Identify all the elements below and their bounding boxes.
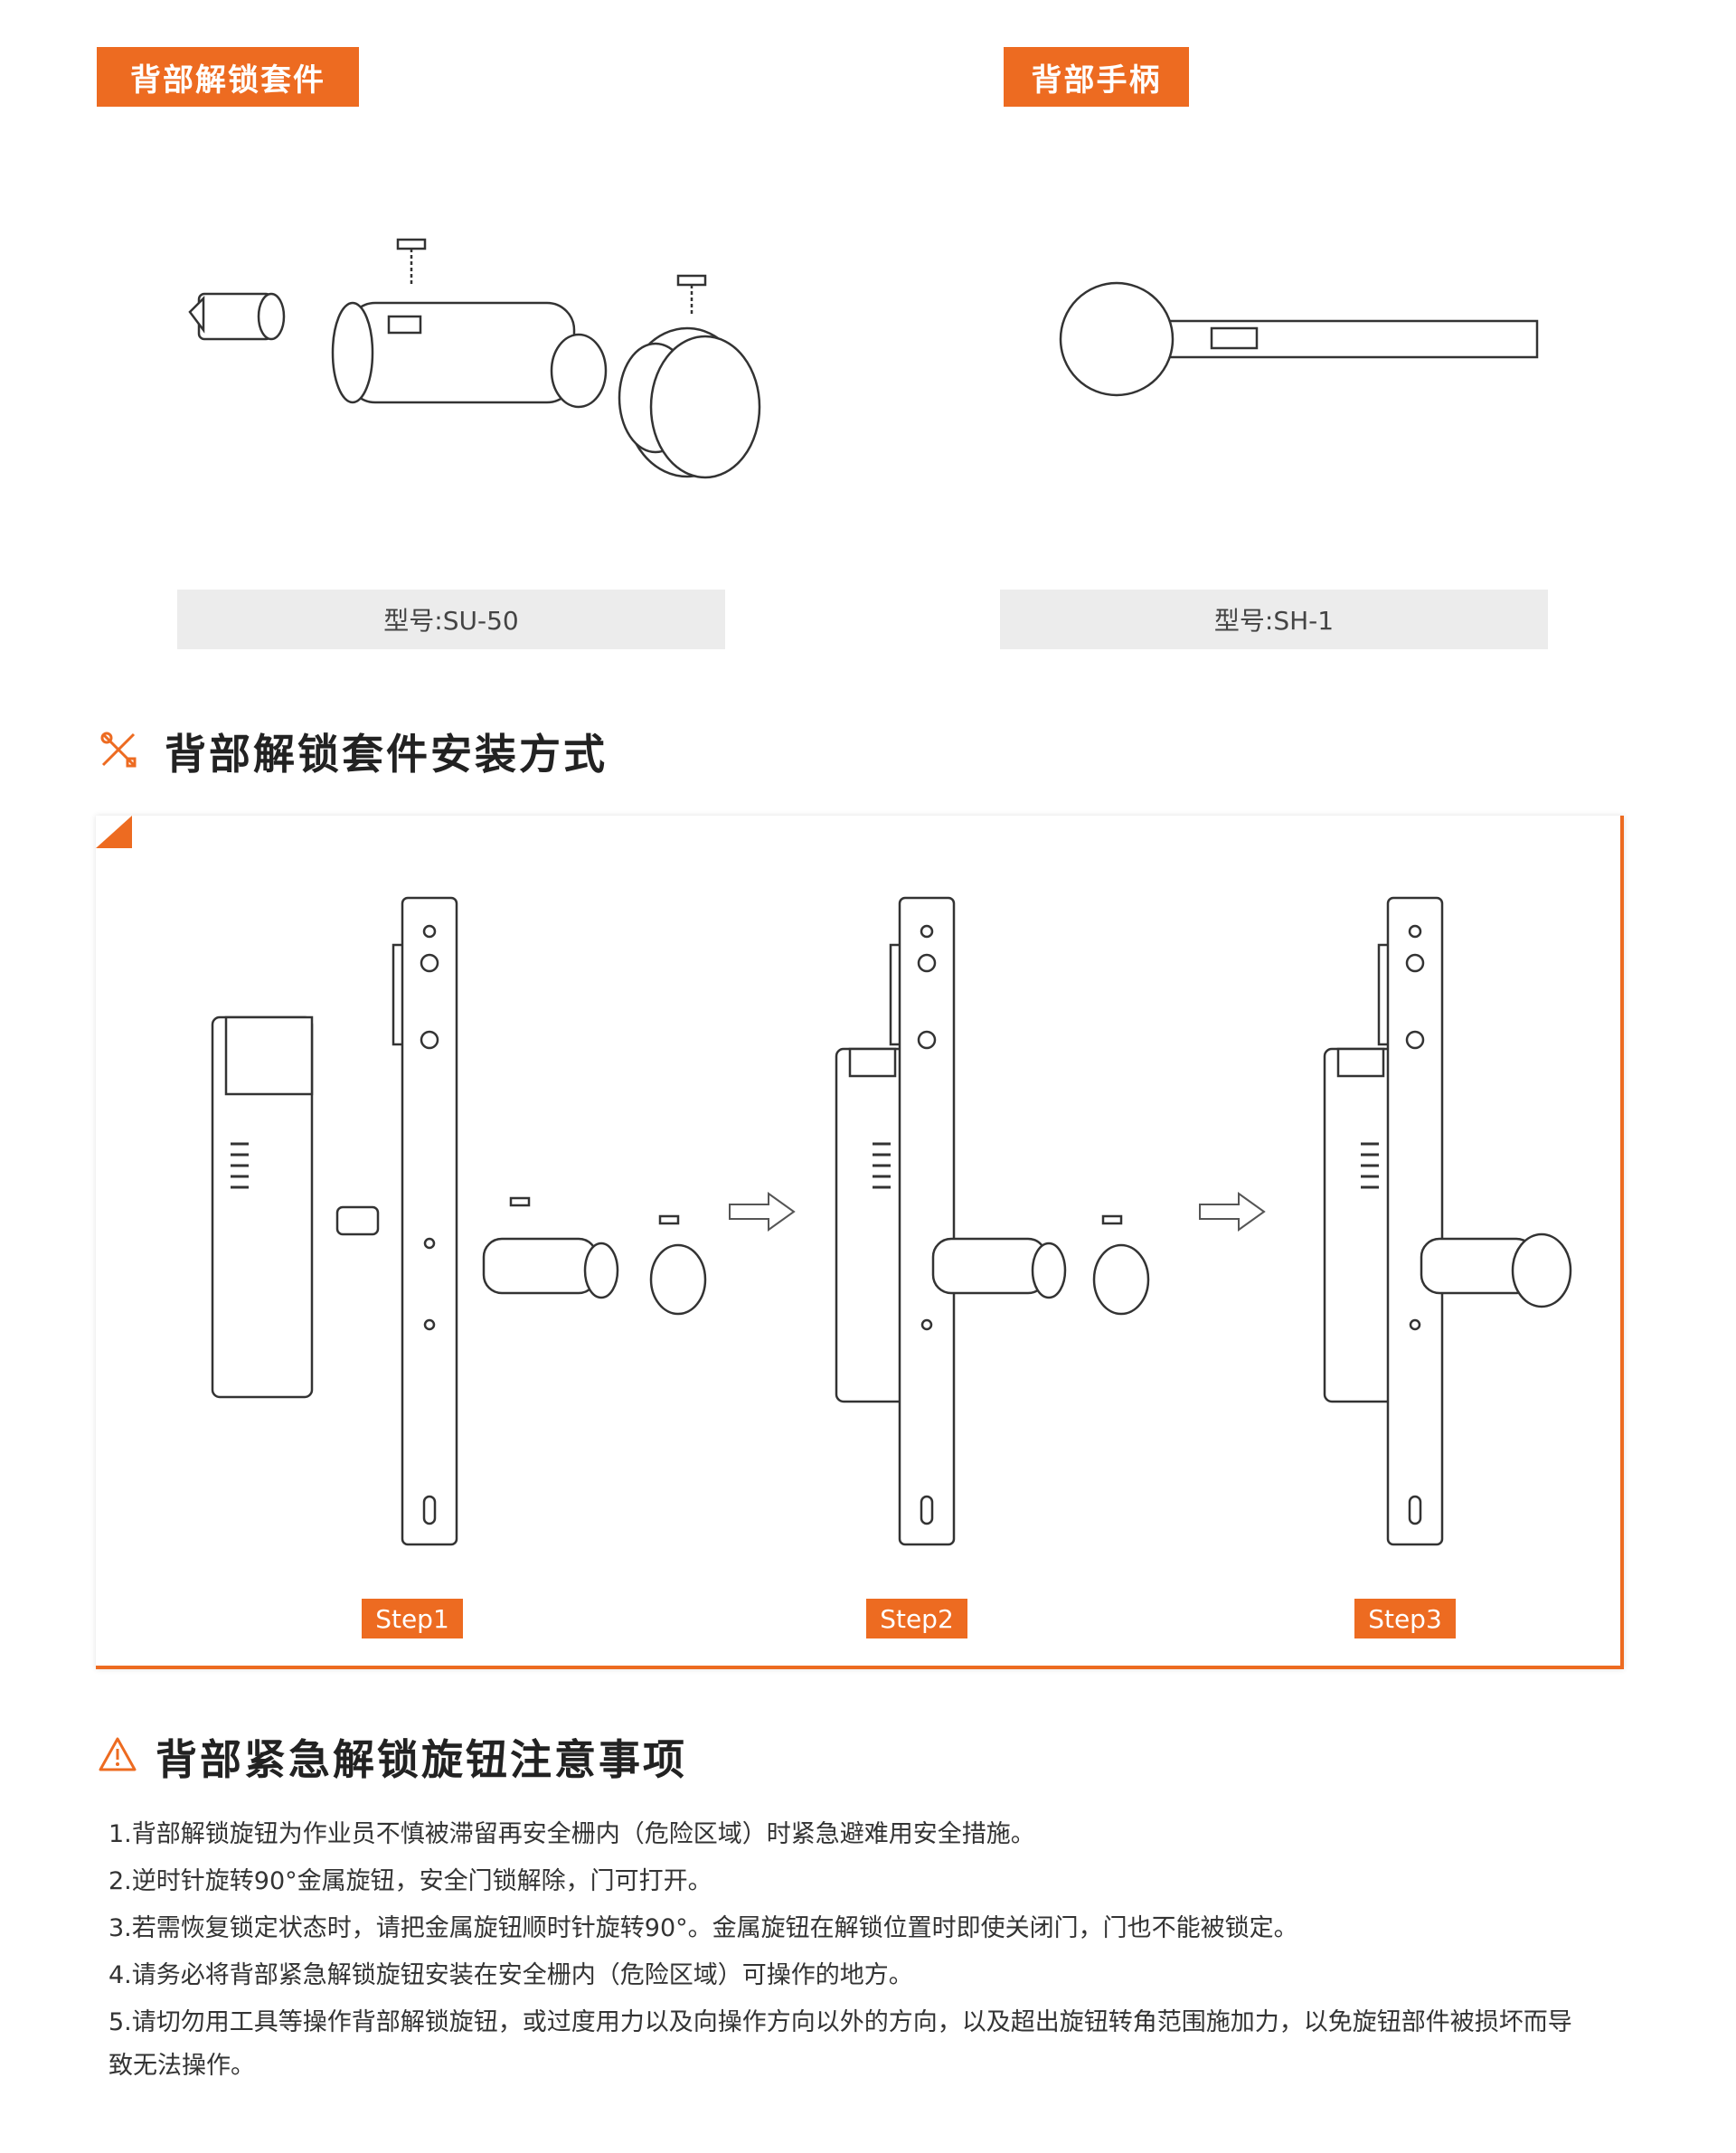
step3-illustration [1323,896,1572,1546]
panel-corner-mark [96,816,132,848]
step2-illustration [835,896,1150,1546]
arrow-right-icon [729,1192,796,1232]
note-item: 2.逆时针旋转90°金属旋钮，安全门锁解除，门可打开。 [108,1867,712,1895]
step1-illustration [211,896,707,1546]
note-item: 5.请切勿用工具等操作背部解锁旋钮，或过度用力以及向操作方向以外的方向，以及超出… [108,2008,1572,2036]
unlock-kit-illustration [188,238,761,479]
product-tag-back-handle: 背部手柄 [1004,47,1189,107]
note-item: 3.若需恢复锁定状态时，请把金属旋钮顺时针旋转90°。金属旋钮在解锁位置时即使关… [108,1914,1298,1942]
model-label-back-handle: 型号:SH-1 [1000,590,1548,649]
tools-icon [100,732,137,768]
model-label-unlock-kit: 型号:SU-50 [177,590,725,649]
note-item: 4.请务必将背部紧急解锁旋钮安装在安全栅内（危险区域）可操作的地方。 [108,1961,913,1989]
note-item: 1.背部解锁旋钮为作业员不慎被滞留再安全栅内（危险区域）时紧急避难用安全措施。 [108,1820,1035,1848]
step-label-2: Step2 [866,1599,967,1638]
back-handle-illustration [1059,281,1539,397]
product-tag-unlock-kit: 背部解锁套件 [97,47,359,107]
warning-icon [99,1737,137,1771]
arrow-right-icon [1199,1192,1266,1232]
note-item: 致无法操作。 [108,2052,255,2080]
step-label-1: Step1 [362,1599,463,1638]
install-section-title: 背部解锁套件安装方式 [165,730,608,779]
notes-section-title: 背部紧急解锁旋钮注意事项 [156,1735,687,1784]
step-label-3: Step3 [1354,1599,1456,1638]
